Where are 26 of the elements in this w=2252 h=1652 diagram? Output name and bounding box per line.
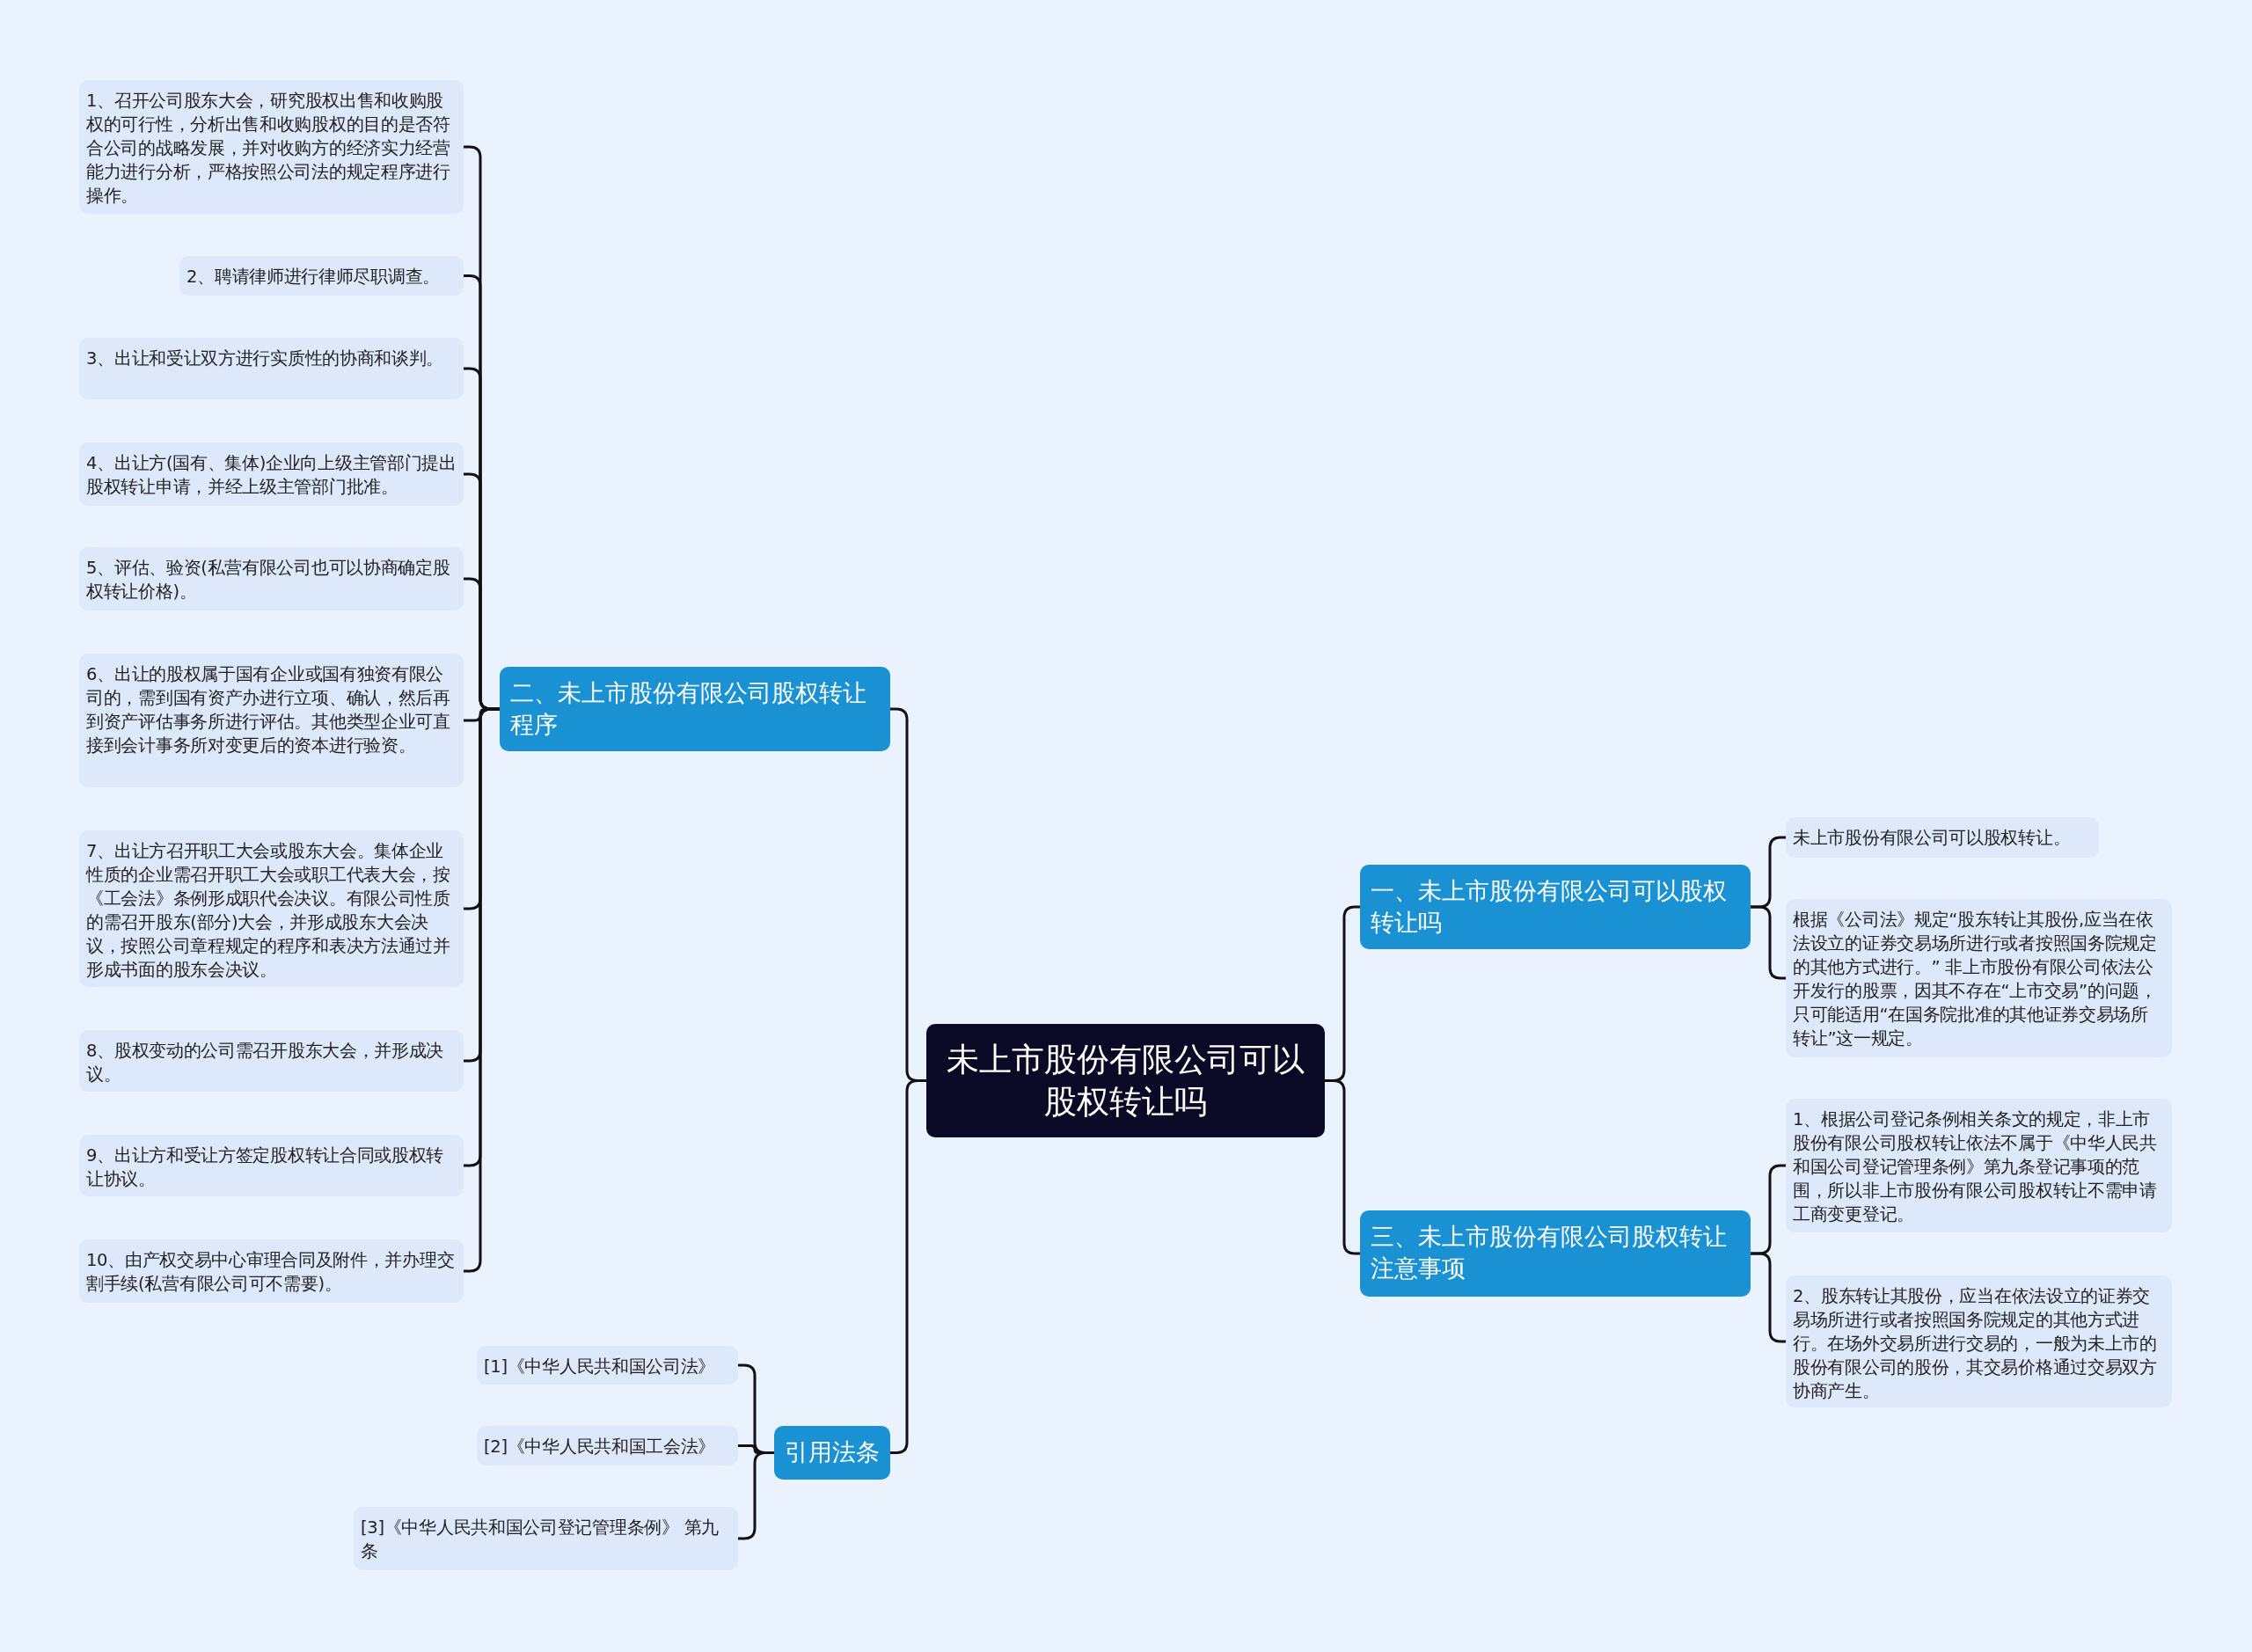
leaf-topic-box: 7、出让方召开职工大会或股东大会。集体企业性质的企业需召开职工大会或职工代表大会，按《工会法》条例形成职代会决议。有限公司性质的需召开股东(部分)大会，并形成股东大会决议，按照公司章程规定的程序和表决方法通过并形成书面的股东会决议。 bbox=[79, 830, 464, 987]
leaf-topic-box: 5、评估、验资(私营有限公司也可以协商确定股权转让价格)。 bbox=[79, 547, 464, 610]
leaf-topic-box: 1、根据公司登记条例相关条文的规定，非上市股份有限公司股权转让依法不属于《中华人民共和国公司登记管理条例》第九条登记事项的范围，所以非上市股份有限公司股权转让不需申请工商变更登记。 bbox=[1786, 1099, 2172, 1232]
branch-topic-box: 二、未上市股份有限公司股权转让程序 bbox=[500, 667, 890, 751]
branch-topic-box: 一、未上市股份有限公司可以股权转让吗 bbox=[1360, 865, 1751, 949]
leaf-topic-box: 10、由产权交易中心审理合同及附件，并办理交割手续(私营有限公司可不需要)。 bbox=[79, 1239, 464, 1303]
branch-topic-box: 三、未上市股份有限公司股权转让注意事项 bbox=[1360, 1210, 1751, 1297]
leaf-topic-box: [2]《中华人民共和国工会法》 bbox=[477, 1426, 738, 1466]
connector-line bbox=[738, 1451, 774, 1540]
connector-line bbox=[1751, 905, 1786, 980]
leaf-topic-box: 4、出让方(国有、集体)企业向上级主管部门提出股权转让申请，并经上级主管部门批准。 bbox=[79, 442, 464, 506]
leaf-topic-box: 9、出让方和受让方签定股权转让合同或股权转让协议。 bbox=[79, 1135, 464, 1196]
leaf-topic-box: [3]《中华人民共和国公司登记管理条例》 第九条 bbox=[354, 1507, 738, 1570]
leaf-topic-box: 6、出让的股权属于国有企业或国有独资有限公司的，需到国有资产办进行立项、确认，然后再到资产评估事务所进行评估。其他类型企业可直接到会计事务所对变更后的资本进行验资。 bbox=[79, 654, 464, 787]
leaf-topic-box: 根据《公司法》规定“股东转让其股份,应当在依法设立的证券交易场所进行或者按照国务院规定的其他方式进行。” 非上市股份有限公司依法公开发行的股票，因其不存在“上市交易”的问题，只可能适用“在国务院批准的其他证券交易场所转让”这一规定。 bbox=[1786, 899, 2172, 1057]
leaf-topic-box: 8、股权变动的公司需召开股东大会，并形成决议。 bbox=[79, 1030, 464, 1092]
leaf-topic-box: 3、出让和受让双方进行实质性的协商和谈判。 bbox=[79, 338, 464, 399]
leaf-topic-box: 未上市股份有限公司可以股权转让。 bbox=[1786, 817, 2099, 858]
leaf-topic-box: 2、股东转让其股份，应当在依法设立的证券交易场所进行或者按照国务院规定的其他方式进行。在场外交易所进行交易的，一般为未上市的股份有限公司的股份，其交易价格通过交易双方协商产生。 bbox=[1786, 1276, 2172, 1407]
branch-topic-box: 引用法条 bbox=[774, 1426, 890, 1480]
leaf-topic-box: 2、聘请律师进行律师尽职调查。 bbox=[179, 256, 464, 296]
central-topic-box: 未上市股份有限公司可以股权转让吗 bbox=[926, 1024, 1325, 1137]
leaf-topic-box: [1]《中华人民共和国公司法》 bbox=[477, 1346, 738, 1385]
connector-line bbox=[890, 1079, 926, 1454]
connector-line bbox=[1751, 1252, 1786, 1343]
leaf-topic-box: 1、召开公司股东大会，研究股权出售和收购股权的可行性，分析出售和收购股权的目的是否符合公司的战略发展，并对收购方的经济实力经营能力进行分析，严格按照公司法的规定程序进行操作。 bbox=[79, 80, 464, 214]
